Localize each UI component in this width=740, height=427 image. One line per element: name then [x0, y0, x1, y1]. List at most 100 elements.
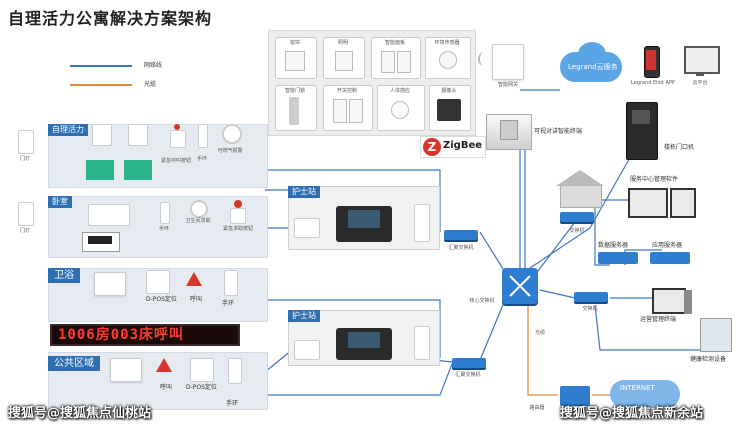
camera-icon: [437, 99, 461, 121]
zone-living-callbox: [92, 124, 112, 146]
switch-icon: [333, 99, 347, 123]
zone-living-door-device: [18, 130, 34, 154]
zone-public-label: 公共区域: [48, 356, 100, 371]
zigbee-device-panel-switch: [371, 37, 421, 79]
zone-living-label: 自理活力: [48, 124, 88, 136]
zone-restroom-band: [224, 270, 238, 296]
nurse-station-top-screen: [348, 210, 380, 228]
cloud-bump-icon: [578, 42, 606, 66]
core-switch-arrows-icon: [509, 275, 531, 297]
zone-restroom-alert-icon: [186, 272, 202, 286]
nurse-station-bottom-screen: [348, 332, 380, 348]
legend-network-label: 网络线: [144, 62, 163, 69]
app-server-icon: [650, 252, 690, 264]
zone-living-door-label: 门灯: [19, 156, 30, 162]
zigbee-device-camera-label: 摄像头: [441, 88, 457, 94]
access-switch-1: [560, 212, 594, 222]
zigbee-device-motion-label: 人体感应: [389, 88, 410, 94]
zone-public-speaker: [110, 358, 142, 382]
lock-icon: [289, 97, 299, 125]
zone-public-call-label: 呼叫: [160, 384, 173, 391]
aggregation-switch-top-label: 汇聚交换机: [448, 245, 474, 251]
zone-living-console: [86, 160, 114, 180]
access-switch-2-label: 交换机: [582, 306, 598, 312]
zone-bedroom-label: 卧室: [48, 196, 72, 208]
fiber-label: 光缆: [534, 330, 545, 336]
led-call-display: 1006房003床呼叫: [50, 324, 240, 346]
zigbee-device-curtain-label: 窗帘: [289, 40, 300, 46]
zigbee-device-switch-label: 开关控制: [336, 88, 357, 94]
zigbee-device-panel: 窗帘 照明 智能面板 环境传感器 智能门锁 开关控制 人体感应 摄像头: [268, 30, 476, 136]
server-software-label: 服务中心管理软件: [630, 176, 679, 183]
operation-pc-label: 运营管理终端: [640, 316, 677, 323]
smart-gateway-device: [492, 44, 524, 80]
app-server-label: 应用服务器: [652, 242, 683, 249]
aggregation-switch-top: [444, 230, 478, 240]
zone-public-dpos-label: D-POS定位: [186, 384, 217, 391]
internet-label: INTERNET: [620, 384, 655, 392]
light-icon: [335, 51, 353, 71]
operation-pc-monitor-icon: [652, 288, 686, 314]
zigbee-device-lock-label: 智能门锁: [284, 88, 305, 94]
watermark-right: 搜狐号@搜狐焦点新余站: [560, 406, 704, 421]
zone-living-label-item-1: 紧急呼叫按钮: [160, 158, 191, 164]
zone-bedroom-console-screen: [88, 236, 112, 244]
aggregation-switch-bottom: [452, 358, 486, 368]
server-monitor-icon-2: [670, 188, 696, 218]
nurse-station-top-router: [294, 218, 320, 238]
nurse-station-bottom-label: 护士站: [288, 310, 320, 322]
house-icon: [560, 184, 602, 208]
cloud-platform-label: 云平台: [692, 80, 708, 86]
zigbee-device-panel-label: 智能面板: [384, 40, 405, 46]
zone-bedroom-door-label: 门灯: [19, 228, 30, 234]
zone-bedroom-label-item-4: 紧急求助按钮: [222, 226, 253, 232]
zone-restroom-speaker: [94, 272, 126, 296]
health-device-label: 健康检测设备: [690, 356, 727, 363]
health-device-icon: [700, 318, 732, 352]
zone-public-dpos: [190, 358, 214, 382]
zigbee-device-camera: [429, 85, 471, 131]
zone-bedroom-band: [160, 202, 170, 224]
legend: 网络线 光缆: [70, 60, 180, 90]
zigbee-z-icon: Z: [423, 138, 441, 156]
nurse-station-top-label: 护士站: [288, 186, 320, 198]
zone-restroom-label: 卫浴: [48, 268, 80, 283]
zigbee-device-env-label: 环境传感器: [434, 40, 460, 46]
nurse-station-bottom-router: [294, 340, 320, 360]
zone-public-alert-icon: [156, 358, 172, 372]
door-unit-screen-icon: [632, 110, 650, 124]
door-unit-label: 楼栋门口机: [664, 144, 695, 151]
router-icon: [560, 386, 590, 406]
zone-bedroom-pull-cord: [230, 208, 246, 224]
internet-cloud-icon: [610, 380, 680, 408]
zigbee-logo: Z ZigBee: [420, 136, 486, 158]
data-server-icon: [598, 252, 638, 264]
zone-bedroom-bedhead-panel: [88, 204, 130, 226]
zigbee-device-lighting-label: 照明: [337, 40, 348, 46]
zigbee-device-switch-control: [323, 85, 373, 131]
router-label: 路由器: [529, 405, 545, 411]
zone-restroom-call-label: 呼叫: [190, 296, 203, 303]
zone-bedroom-smoke-icon: [190, 200, 208, 218]
zone-restroom-band-label: 手环: [222, 300, 235, 307]
zone-public-band: [228, 358, 242, 384]
watermark-left: 搜狐号@搜狐焦点仙桃站: [8, 406, 152, 421]
zone-bedroom-label-item-1: 手环: [158, 226, 169, 232]
zone-bedroom-pull-icon: [234, 200, 242, 208]
nurse-station-bottom-handset: [414, 326, 430, 360]
aggregation-switch-bottom-label: 汇聚交换机: [455, 372, 481, 378]
zone-living-label-item-7: 可燃气报警: [217, 148, 243, 154]
zone-living-redbtn: [174, 124, 180, 130]
access-switch-1-label: 交换机: [569, 228, 585, 234]
cloud-service-label: Legrand云服务: [568, 63, 618, 71]
zone-restroom-dpos-label: D-POS定位: [146, 296, 177, 303]
smart-gateway-label: 智能网关: [497, 82, 518, 88]
zone-bedroom-label-item-2: 卫生间求助: [185, 218, 211, 224]
cloud-platform-monitor-icon: [684, 46, 720, 74]
zone-living-label-item-3: 手环: [196, 156, 207, 162]
curtain-icon: [285, 51, 305, 71]
zigbee-device-lighting: [323, 37, 365, 79]
zone-living-band: [198, 124, 208, 148]
zone-living-smoke-icon: [222, 124, 242, 144]
cloud-platform-stand-icon: [696, 72, 704, 76]
